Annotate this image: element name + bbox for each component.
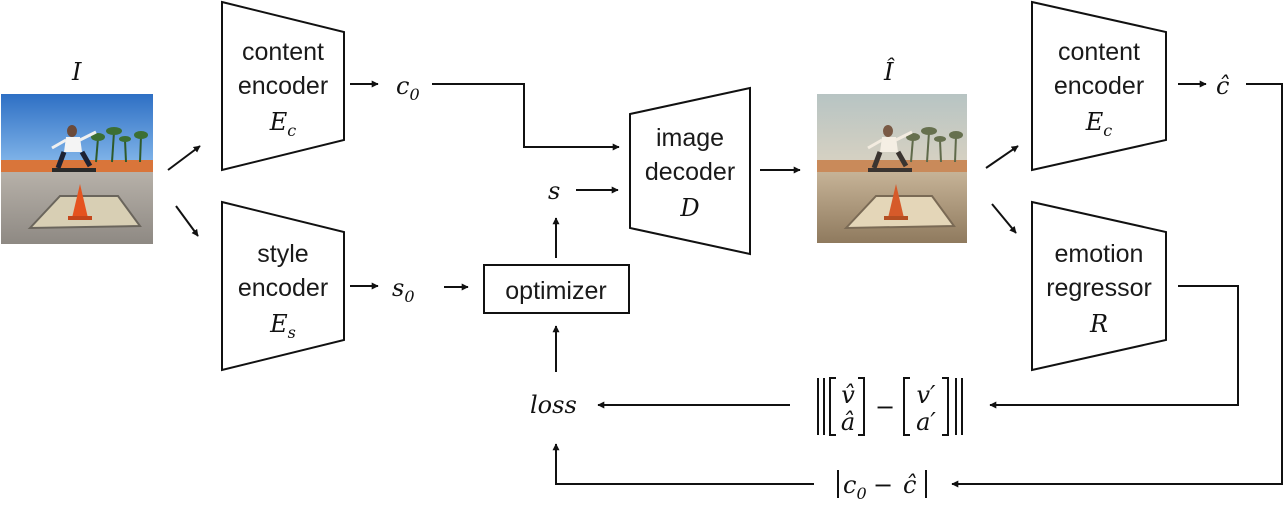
arrow-content-loss-to-loss	[552, 443, 814, 485]
svg-text:content: content	[1058, 38, 1140, 66]
optimizer-block: optimizer	[483, 264, 630, 314]
emotion-loss-expression: v̂ â − v′ a′	[817, 377, 963, 436]
arrow-output-to-content-encoder	[985, 145, 1019, 169]
svg-text:emotion: emotion	[1055, 240, 1144, 268]
arrow-image-to-style-encoder	[175, 205, 199, 237]
svg-text:encoder: encoder	[238, 274, 328, 302]
svg-text:Ec: Ec	[269, 108, 297, 140]
content-encoder-2-block: content encoder Ec	[1031, 0, 1167, 172]
svg-text:R: R	[1089, 310, 1108, 338]
svg-text:style: style	[257, 240, 308, 268]
loss-label: loss	[530, 391, 577, 419]
svg-text:v′: v′	[916, 381, 936, 409]
svg-text:a′: a′	[916, 408, 936, 436]
input-image-label: I	[71, 58, 82, 86]
svg-text:−: −	[875, 393, 895, 421]
content-encoder-block: content encoder Ec	[221, 0, 345, 172]
arrow-output-to-emotion-regressor	[991, 203, 1017, 234]
s0-label: s0	[392, 274, 415, 306]
svg-text:regressor: regressor	[1046, 274, 1152, 302]
arrow-c0-to-decoder	[432, 83, 620, 151]
input-image	[1, 94, 153, 244]
svg-text:−: −	[873, 471, 893, 499]
c-hat-label: ĉ	[1216, 72, 1229, 100]
svg-text:Ec: Ec	[1085, 108, 1113, 140]
svg-text:v̂: v̂	[841, 381, 855, 409]
output-image-label: Î	[883, 57, 895, 86]
svg-text:c0: c0	[843, 471, 867, 503]
svg-text:decoder: decoder	[645, 158, 735, 186]
arrows	[167, 80, 1283, 488]
c0-label: c0	[396, 72, 420, 104]
svg-text:ĉ: ĉ	[903, 471, 916, 499]
arrow-regressor-to-emotion-loss	[989, 285, 1239, 409]
svg-text:â: â	[841, 408, 855, 436]
content-loss-expression: c0 − ĉ	[837, 470, 927, 503]
arrow-c-hat-to-content-loss	[951, 83, 1283, 488]
svg-text:optimizer: optimizer	[505, 277, 606, 305]
svg-text:encoder: encoder	[238, 72, 328, 100]
svg-text:D: D	[679, 194, 699, 222]
output-image	[817, 94, 967, 243]
svg-text:image: image	[656, 124, 724, 152]
emotion-regressor-block: emotion regressor R	[1031, 200, 1167, 372]
style-encoder-block: style encoder Es	[221, 200, 345, 372]
s-label: s	[548, 177, 560, 205]
svg-text:Es: Es	[269, 310, 296, 342]
arrow-image-to-content-encoder	[167, 145, 201, 171]
image-decoder-block: image decoder D	[629, 86, 751, 256]
svg-text:encoder: encoder	[1054, 72, 1144, 100]
svg-text:content: content	[242, 38, 324, 66]
